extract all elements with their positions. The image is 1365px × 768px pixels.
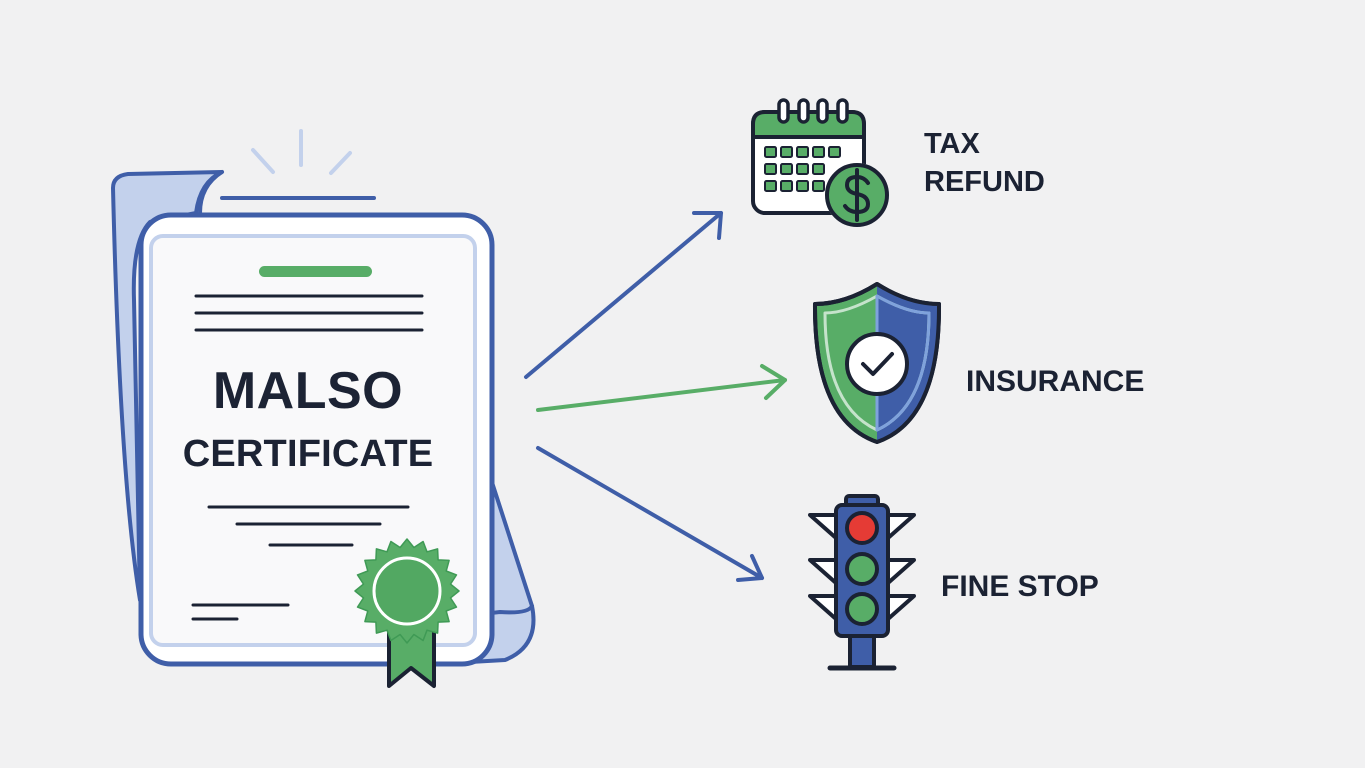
certificate-document (111, 170, 536, 688)
arrow-to-insurance (536, 364, 787, 412)
scroll-back-curl (198, 170, 224, 215)
sparkle-rays (251, 129, 352, 175)
tax-refund-label-line1: TAX (924, 128, 980, 160)
tax-refund-label-line2: REFUND (924, 166, 1045, 198)
traffic-light-green-top (845, 552, 879, 586)
fine-stop-label: FINE STOP (941, 570, 1099, 603)
certificate-subtitle: CERTIFICATE (182, 433, 434, 475)
certificate-signature-lines (191, 603, 290, 621)
arrow-to-tax-refund (524, 211, 723, 379)
certificate-text-lines-top (194, 294, 424, 332)
calendar-dollar-icon (751, 98, 889, 227)
certificate-text-lines-bottom (207, 505, 410, 547)
scroll-back-sheet (111, 170, 224, 602)
traffic-light-green-bottom (845, 592, 879, 626)
certificate-title: MALSO (212, 362, 404, 420)
certificate-header-bar (259, 266, 372, 277)
arrow-to-fine-stop (536, 446, 764, 582)
insurance-label: INSURANCE (966, 365, 1145, 398)
traffic-light-icon (808, 494, 916, 671)
check-circle-icon (845, 332, 909, 396)
shield-check-icon (812, 282, 942, 444)
seal-inner-ring (372, 556, 442, 626)
traffic-light-red (845, 511, 879, 545)
